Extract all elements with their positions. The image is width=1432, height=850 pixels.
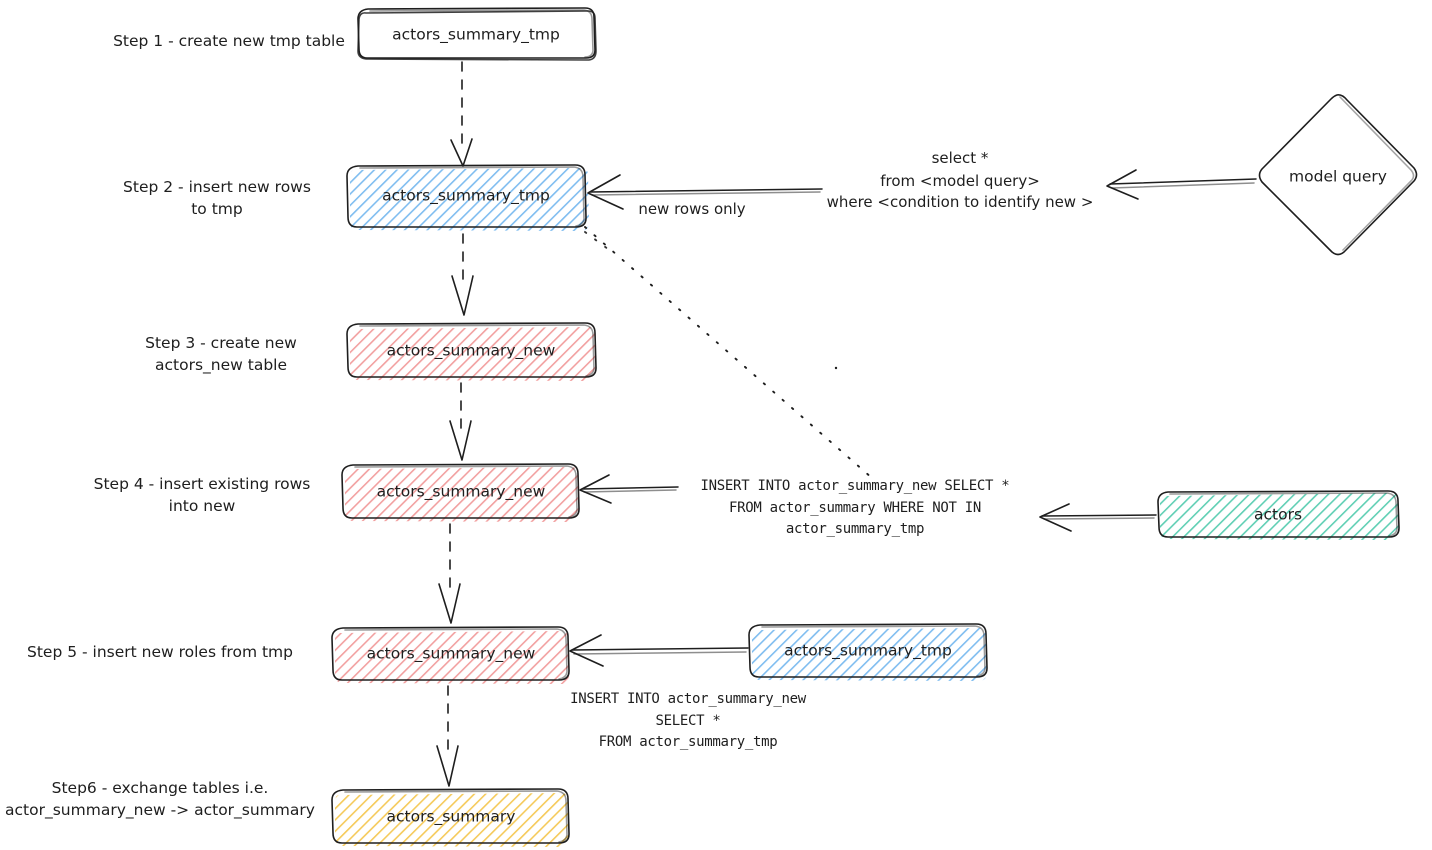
step-label-3-line2: actors_new table: [155, 356, 287, 375]
node-new3[interactable]: actors_summary_new: [346, 322, 597, 381]
node-label-tmp5-source: actors_summary_tmp: [784, 642, 952, 661]
edge-dotted-tmp2-to-step4: [584, 226, 873, 479]
node-summary6[interactable]: actors_summary: [331, 788, 570, 847]
edge-sql4-to-new4: [579, 474, 679, 504]
step-label-4-line2: into new: [169, 497, 236, 515]
step-label-6-line2: actor_summary_new -> actor_summary: [5, 801, 315, 820]
step-label-6-line1: Step6 - exchange tables i.e.: [52, 779, 269, 797]
node-new4[interactable]: actors_summary_new: [341, 463, 580, 522]
edge-label-new-rows-only: new rows only: [638, 200, 745, 218]
step-label-4-line1: Step 4 - insert existing rows: [94, 475, 311, 493]
step-label-3-line1: Step 3 - create new: [145, 334, 297, 352]
sql-step5-line3: FROM actor_summary_tmp: [599, 734, 778, 750]
node-label-new3: actors_summary_new: [387, 342, 556, 361]
node-label-summary6: actors_summary: [387, 808, 516, 827]
node-actors-source[interactable]: actors: [1157, 490, 1400, 540]
node-tmp1[interactable]: actors_summary_tmp: [357, 7, 597, 61]
edge-new4-to-new5: [438, 523, 461, 624]
edge-new5-to-summary6: [436, 685, 459, 787]
edge-newrows-to-tmp2: [587, 174, 823, 210]
sql-step4-line2: FROM actor_summary WHERE NOT IN: [729, 500, 981, 516]
sql-model-query-line3: where <condition to identify new >: [827, 193, 1094, 211]
node-label-actors-source: actors: [1254, 506, 1302, 524]
node-label-model-query: model query: [1289, 168, 1387, 186]
edge-tmp2-to-new3: [451, 233, 474, 316]
sql-model-query-line2: from <model query>: [880, 172, 1040, 190]
step-label-2-line1: Step 2 - insert new rows: [123, 178, 311, 196]
sql-step4-line1: INSERT INTO actor_summary_new SELECT *: [701, 478, 1010, 494]
node-tmp5-source[interactable]: actors_summary_tmp: [748, 623, 988, 681]
sql-model-query-line1: select *: [932, 149, 989, 167]
node-label-tmp2: actors_summary_tmp: [382, 187, 550, 206]
node-label-new5: actors_summary_new: [367, 645, 536, 664]
stray-dot: [834, 366, 838, 370]
step-label-1: Step 1 - create new tmp table: [113, 32, 345, 50]
node-model-query[interactable]: model query: [1258, 94, 1418, 256]
edge-tmp5-to-new5: [569, 634, 749, 667]
sql-step5-line1: INSERT INTO actor_summary_new: [570, 691, 807, 707]
node-label-tmp1: actors_summary_tmp: [392, 26, 560, 45]
sql-step5-line2: SELECT *: [655, 713, 720, 729]
node-label-new4: actors_summary_new: [377, 483, 546, 502]
node-new5[interactable]: actors_summary_new: [331, 626, 570, 684]
sql-step4-line3: actor_summary_tmp: [786, 521, 924, 537]
step-label-2-line2: to tmp: [191, 200, 243, 218]
edge-tmp1-to-tmp2: [450, 61, 473, 167]
edge-actors-to-sql4: [1039, 503, 1157, 532]
step-label-5: Step 5 - insert new roles from tmp: [27, 643, 293, 661]
node-tmp2[interactable]: actors_summary_tmp: [346, 164, 589, 231]
edge-modelquery-to-sql: [1106, 169, 1257, 200]
edge-new3-to-new4: [449, 382, 472, 461]
